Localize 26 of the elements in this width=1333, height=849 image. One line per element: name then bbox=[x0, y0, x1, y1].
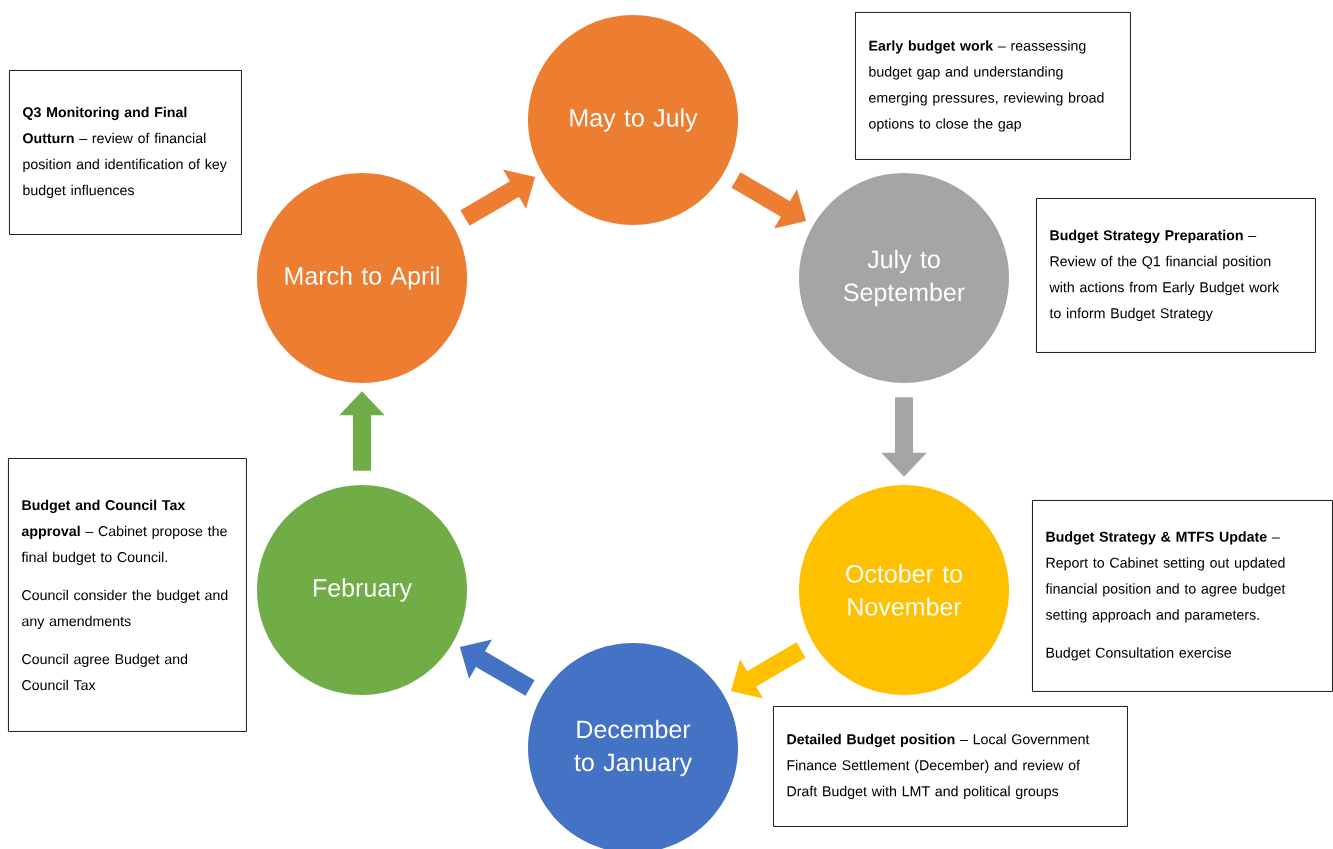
description-box bbox=[1036, 198, 1316, 353]
description-box bbox=[773, 706, 1128, 827]
month-circle bbox=[257, 173, 467, 383]
circle-label: December to January bbox=[574, 719, 692, 777]
description-text: Budget and Council Tax approval – Cabinet propose the final budget to Council. bbox=[21, 499, 227, 565]
circle-label: July to September bbox=[844, 249, 965, 307]
description-text: Budget Strategy Preparation – Review of the Q1 financial position with actions from Early Budget work to inform Budget Strategy bbox=[1049, 229, 1280, 322]
description-text: Budget Strategy & MTFS Update – Report to Cabinet setting out updated financial position and to agree budget setting approach and parameters. bbox=[1045, 531, 1286, 623]
description-box bbox=[8, 458, 247, 732]
circle-label: October to November bbox=[846, 564, 962, 616]
circle-label: March to April bbox=[285, 266, 439, 290]
description-text: Council consider the budget and any amendments bbox=[22, 589, 228, 629]
month-circle bbox=[799, 173, 1009, 383]
description-box bbox=[1032, 500, 1333, 692]
description-text: Q3 Monitoring and Final Outturn – review of financial position and identification of key budget influences bbox=[23, 106, 227, 199]
month-circle bbox=[528, 15, 738, 225]
month-circle bbox=[257, 485, 467, 695]
description-text: Council agree Budget and Council Tax bbox=[22, 653, 188, 691]
circle-label: May to July bbox=[570, 108, 698, 132]
description-box bbox=[9, 70, 242, 235]
circle-label: February bbox=[314, 578, 412, 602]
description-box bbox=[855, 12, 1131, 160]
description-text: Early budget work – reassessing budget gap and understanding emerging pressures, reviewing broad options to close the gap bbox=[869, 40, 1104, 132]
description-text: Detailed Budget position – Local Government Finance Settlement (December) and review of Draft Budget with LMT and political groups bbox=[787, 733, 1090, 800]
month-circle bbox=[799, 485, 1009, 695]
description-text: Budget Consultation exercise bbox=[1046, 647, 1232, 661]
